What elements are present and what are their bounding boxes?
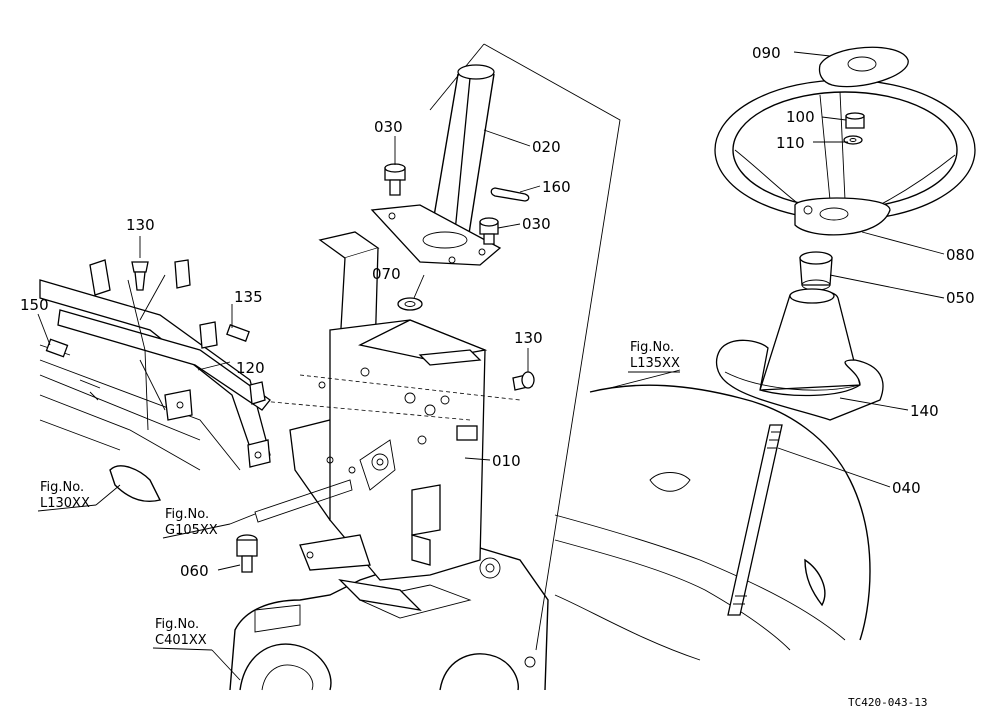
part-label-135: 135 [234, 288, 263, 306]
part-label-030-right: 030 [522, 215, 551, 233]
bolt-030-right-drawing [479, 217, 499, 245]
part-label-050: 050 [946, 289, 975, 307]
washer-110-drawing [843, 135, 863, 145]
figure-ref-code: L130XX [40, 496, 90, 511]
nut-100-drawing [845, 112, 865, 129]
figure-ref-code: G105XX [165, 523, 218, 538]
part-label-100: 100 [786, 108, 815, 126]
figure-ref-l130xx: Fig.No. L130XX [37, 480, 97, 512]
figure-ref-code: C401XX [155, 633, 207, 648]
part-label-140: 140 [910, 402, 939, 420]
figure-ref-g105xx: Fig.No. G105XX [162, 507, 231, 539]
figure-ref-prefix: Fig.No. [165, 507, 209, 522]
part-label-070: 070 [372, 265, 401, 283]
bolt-060-drawing [236, 534, 258, 573]
figure-ref-l135xx: Fig.No. L135XX [628, 340, 680, 373]
part-label-090: 090 [752, 44, 781, 62]
drawing-code: TC420-043-13 [848, 696, 927, 709]
steering-wheel-drawing [714, 79, 976, 236]
bolt-130-right-drawing [512, 371, 535, 391]
leader-lines [37, 51, 945, 681]
part-label-020: 020 [532, 138, 561, 156]
part-label-010: 010 [492, 452, 521, 470]
cap-090-drawing [818, 46, 909, 88]
stay-bracket-drawing [39, 259, 271, 468]
part-label-040: 040 [892, 479, 921, 497]
figure-ref-prefix: Fig.No. [40, 480, 84, 495]
shaft-040-drawing [727, 424, 783, 616]
boss-050-drawing [799, 251, 833, 291]
part-label-060: 060 [180, 562, 209, 580]
part-label-130-right: 130 [514, 329, 543, 347]
part-labels: 010 020 030 030 040 050 060 070 080 090 … [20, 44, 975, 580]
bolt-030-top-drawing [384, 163, 406, 196]
part-label-110: 110 [776, 134, 805, 152]
cover-140-drawing [715, 288, 884, 421]
figure-ref-prefix: Fig.No. [155, 617, 199, 632]
part-label-130-left: 130 [126, 216, 155, 234]
figure-ref-code: L135XX [630, 356, 680, 371]
column-tube-drawing [370, 64, 502, 266]
part-label-030-top: 030 [374, 118, 403, 136]
figure-ref-c401xx: Fig.No. C401XX [152, 617, 213, 651]
part-label-080: 080 [946, 246, 975, 264]
hood-outline [554, 384, 871, 661]
part-label-120: 120 [236, 359, 265, 377]
part-label-150: 150 [20, 296, 49, 314]
support-bracket-drawing [249, 231, 521, 611]
part-label-160: 160 [542, 178, 571, 196]
bushing-070-drawing [397, 297, 423, 311]
figure-ref-prefix: Fig.No. [630, 340, 674, 355]
pin-160-drawing [490, 187, 530, 202]
